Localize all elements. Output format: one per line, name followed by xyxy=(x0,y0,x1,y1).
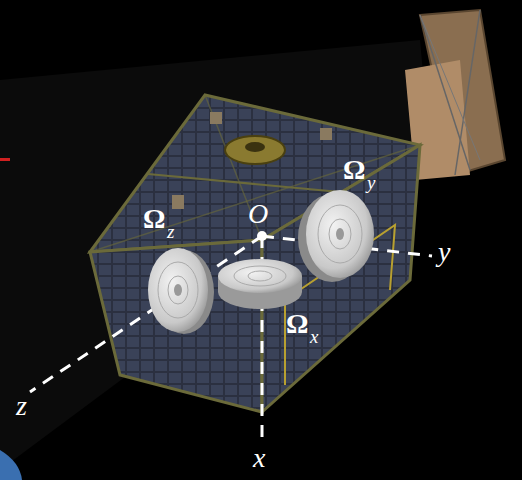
axis-label: y xyxy=(438,238,450,266)
origin-dot xyxy=(257,231,267,241)
wheel-rate-symbol: Ω xyxy=(143,205,165,233)
origin-label: O xyxy=(248,200,268,228)
reaction-wheel-x xyxy=(218,259,302,309)
body-axes xyxy=(30,236,432,440)
satellite-body xyxy=(90,95,420,412)
wheel-rate-symbol: Ω xyxy=(343,156,365,184)
wheel-rate-symbol: Ω xyxy=(286,310,308,338)
axis-label: z xyxy=(16,392,27,420)
wheel-rate-subscript: x xyxy=(310,327,318,346)
axis-label: x xyxy=(253,444,265,472)
reaction-wheel-z xyxy=(148,248,214,334)
wheel-rate-subscript: y xyxy=(367,173,375,192)
wheel-rate-subscript: z xyxy=(167,222,174,241)
reaction-wheel-y xyxy=(298,190,374,282)
